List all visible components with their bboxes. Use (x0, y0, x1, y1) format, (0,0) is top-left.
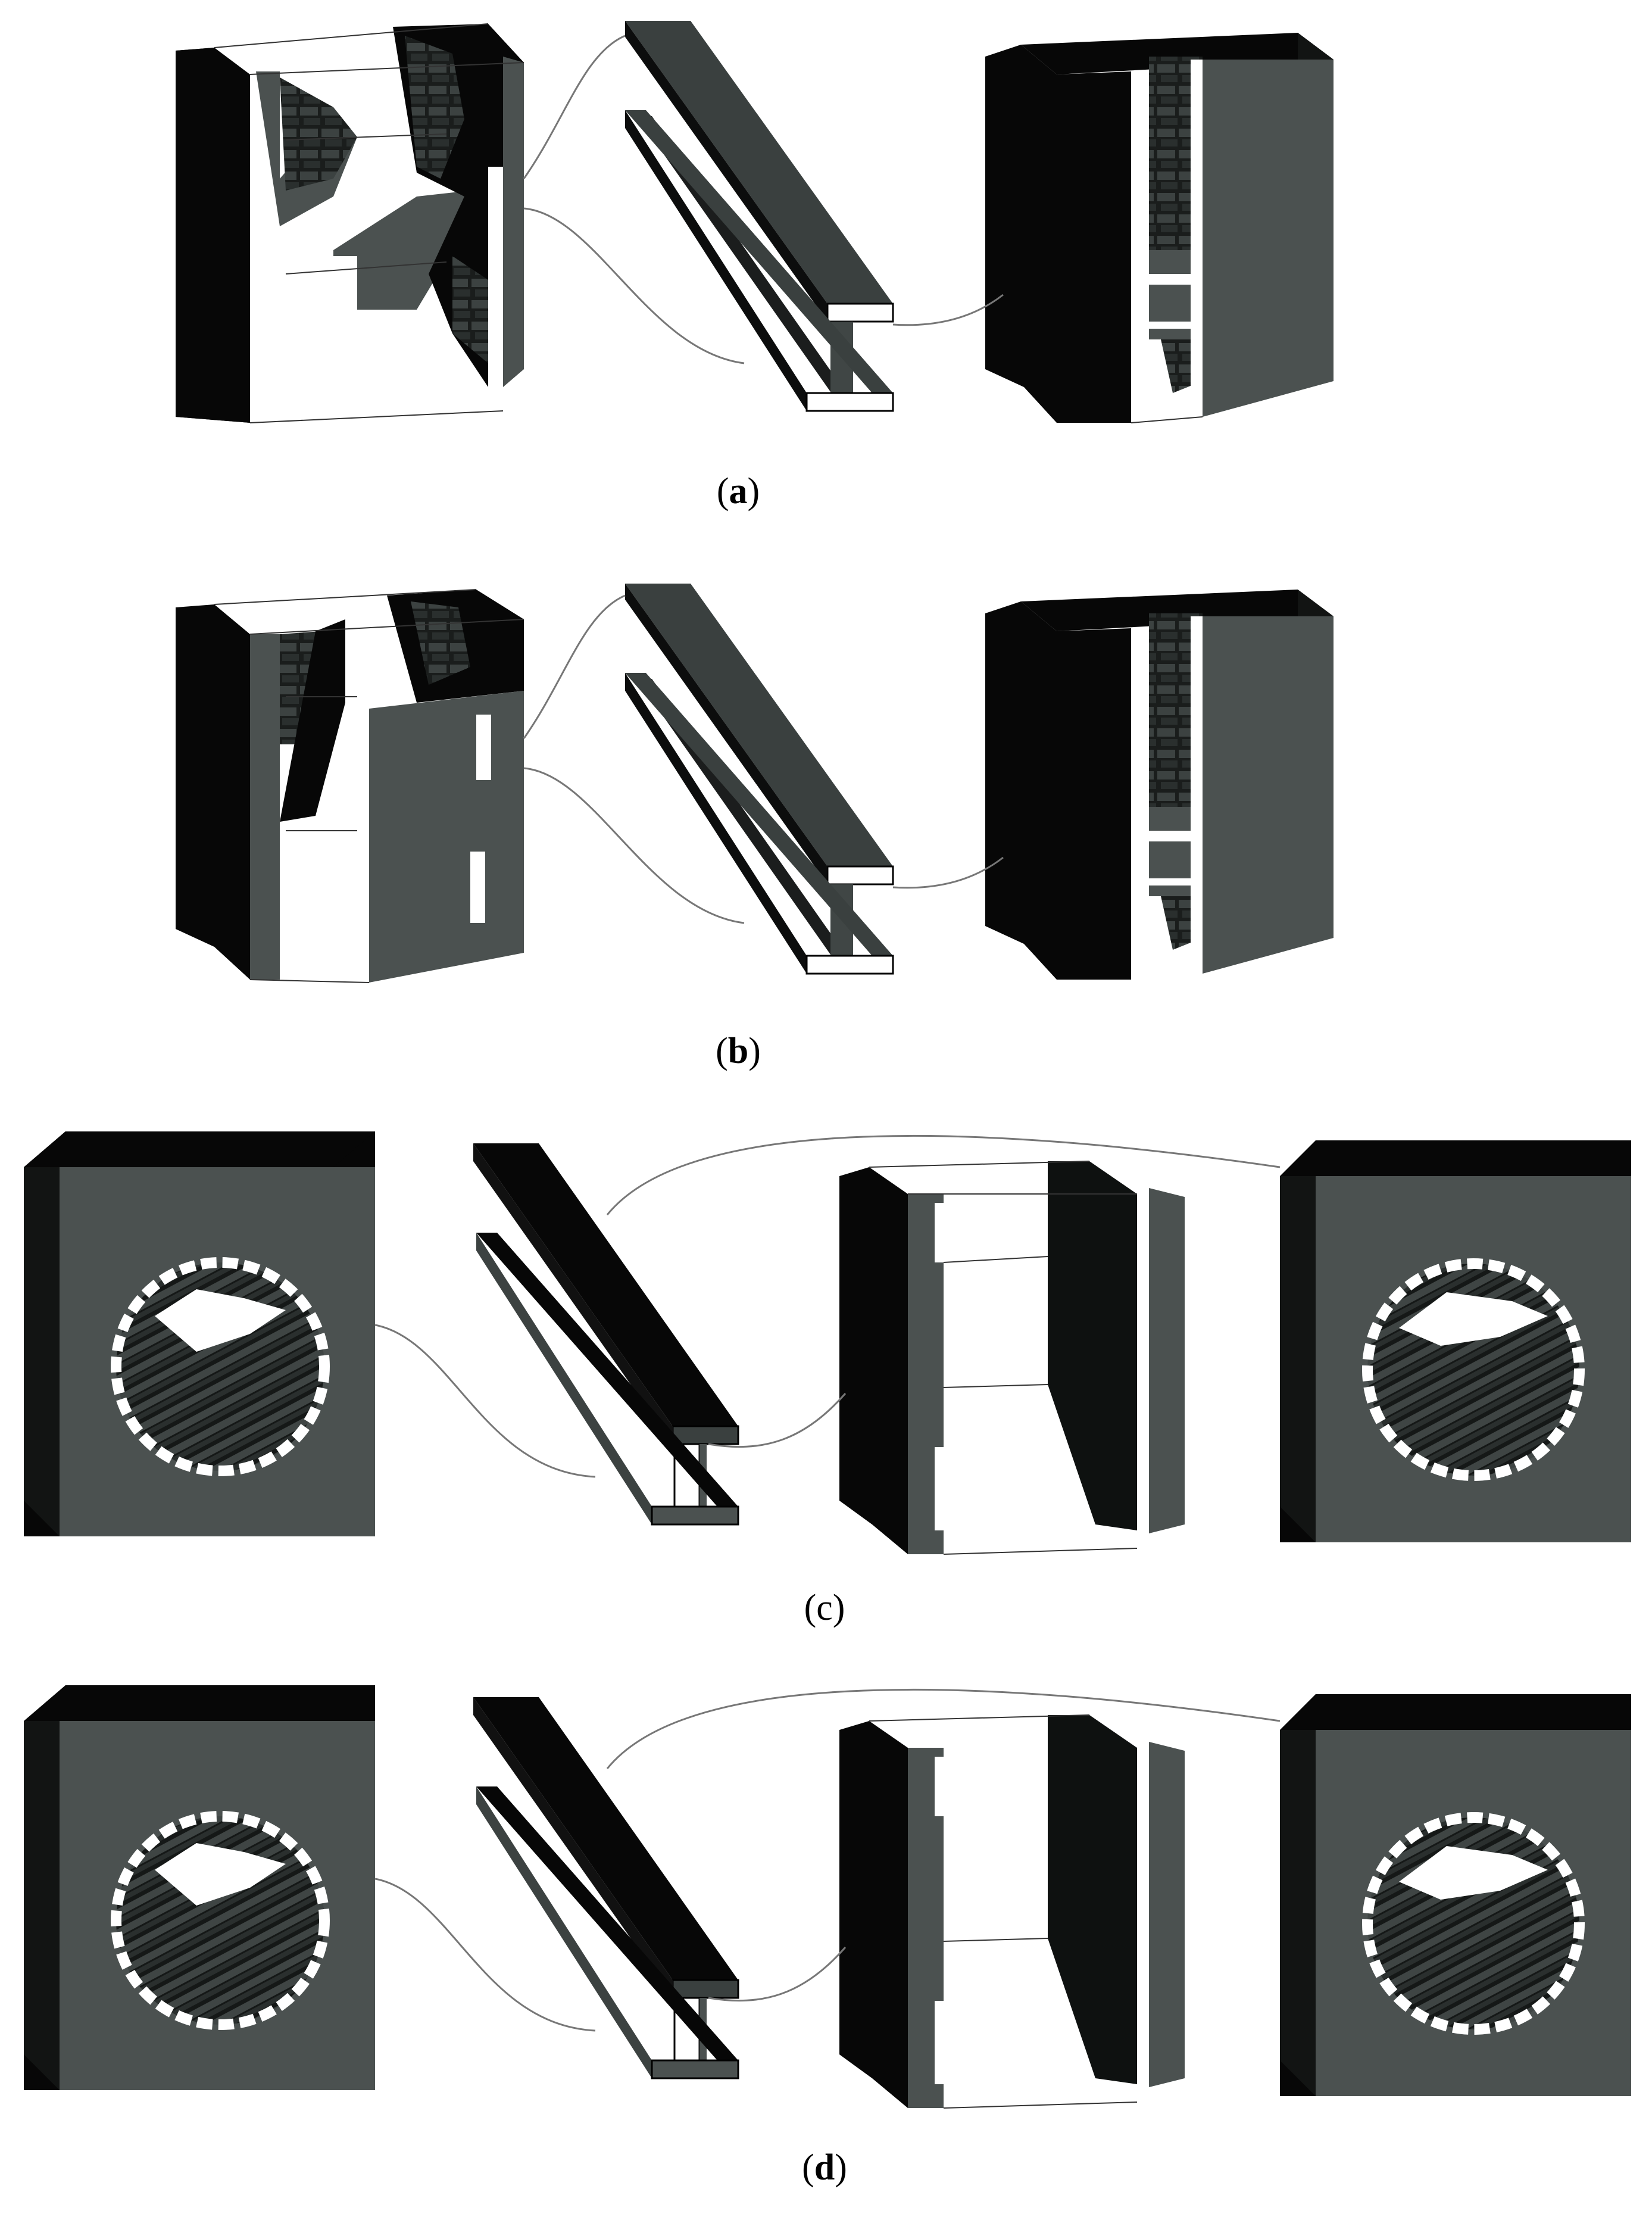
panel-c: (c) (24, 1131, 1631, 1628)
panel-a-ibeam (624, 20, 894, 412)
panel-d-connector (606, 1689, 1281, 1769)
panel-a-connector (523, 207, 745, 364)
panel-b-connector (523, 767, 745, 924)
panel-c-cube-left (24, 1131, 375, 1536)
panel-b-ibeam (624, 582, 894, 975)
panel-a-connector (892, 294, 1004, 326)
panel-a-connector (523, 35, 626, 179)
panel-a-caption: (a) (717, 471, 760, 512)
panel-c-ibeam (472, 1142, 739, 1526)
panel-c-box-hollow (839, 1161, 1185, 1555)
panel-a-box-left (176, 23, 524, 423)
panel-d-ibeam (472, 1696, 739, 2079)
panel-b-caption: (b) (716, 1031, 761, 1071)
panel-d-box-hollow (839, 1714, 1185, 2109)
panel-d-connector (708, 1947, 847, 2002)
panel-b-connector (892, 856, 1004, 889)
panel-b-connector (523, 594, 626, 739)
panel-c-cube-right (1280, 1140, 1631, 1542)
panel-a: (a) (176, 20, 1334, 512)
panel-c-connector (606, 1135, 1281, 1215)
panel-c-letter: c (816, 1588, 833, 1628)
panel-d-cube-left (24, 1685, 375, 2090)
panel-d-connector (374, 1878, 596, 2032)
panel-d-letter: d (814, 2147, 835, 2188)
panel-a-box-right (985, 33, 1334, 423)
panel-c-connector (708, 1393, 847, 1448)
panel-b-letter: b (728, 1031, 748, 1071)
panel-c-connector (374, 1324, 596, 1478)
panel-c-caption: (c) (804, 1588, 845, 1628)
panel-d-cube-right (1280, 1694, 1631, 2096)
panel-b-box-right (985, 590, 1334, 980)
panel-b-box-left (176, 589, 524, 983)
panel-d-caption: (d) (802, 2147, 847, 2188)
panel-d: (d) (24, 1685, 1631, 2188)
panel-a-letter: a (729, 471, 748, 512)
panel-b: (b) (176, 582, 1334, 1071)
